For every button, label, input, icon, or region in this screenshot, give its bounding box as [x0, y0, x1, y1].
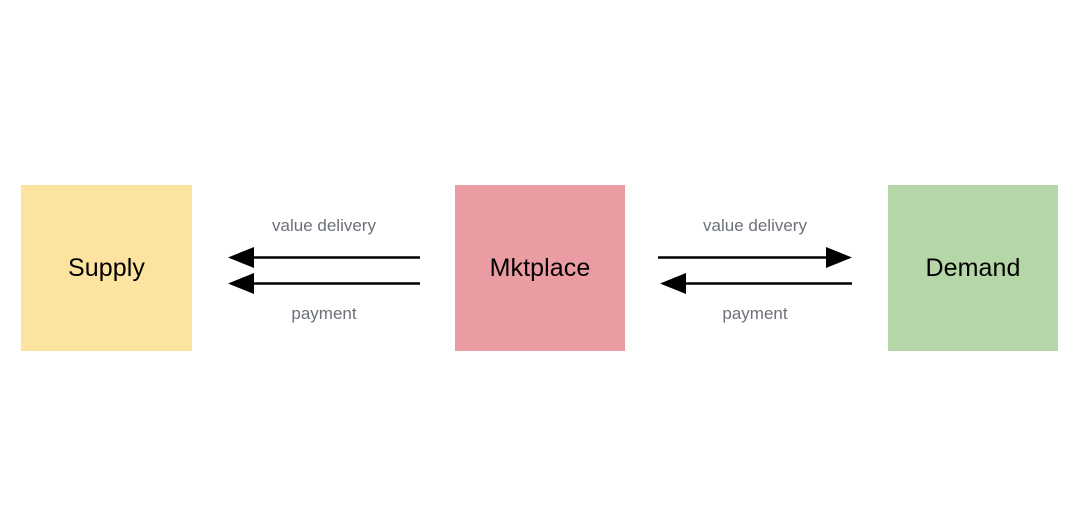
node-supply-label: Supply: [67, 253, 146, 282]
edge-right-top-arrow: [658, 247, 852, 268]
node-mktplace-label: Mktplace: [489, 253, 591, 282]
edge-left-top-arrow: [228, 247, 420, 268]
edge-right-bottom-arrow: [660, 273, 852, 294]
edge-label-left-payment: payment: [291, 304, 357, 323]
node-supply[interactable]: Supply: [21, 185, 192, 351]
edge-label-left-value-delivery: value delivery: [272, 216, 376, 235]
node-demand-label: Demand: [925, 253, 1021, 282]
node-mktplace[interactable]: Mktplace: [455, 185, 625, 351]
edge-label-right-payment: payment: [722, 304, 788, 323]
edge-left-bottom-arrow: [228, 273, 420, 294]
edge-label-right-value-delivery: value delivery: [703, 216, 807, 235]
node-demand[interactable]: Demand: [888, 185, 1058, 351]
